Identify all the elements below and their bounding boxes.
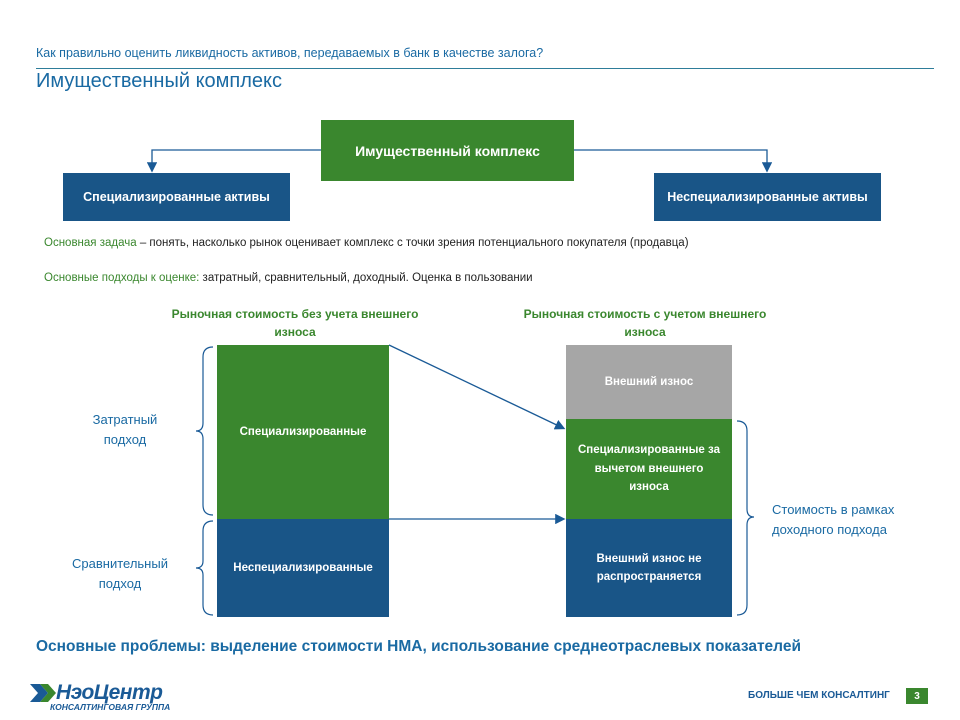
main-task-note: Основная задача – понять, насколько рыно… (44, 237, 689, 249)
brace-comparative (195, 520, 214, 616)
brace-cost (195, 346, 214, 516)
brace-income (736, 420, 755, 616)
property-complex-box: Имущественный комплекс (321, 120, 574, 181)
approaches-text: затратный, сравнительный, доходный. Оцен… (199, 272, 533, 284)
company-logo: НэоЦентр (56, 681, 163, 704)
bar-nonspecialized: Неспециализированные (217, 519, 389, 617)
cost-approach-label: Затратный подход (92, 412, 158, 448)
connector-to-right (574, 149, 773, 173)
specialized-assets-box: Специализированные активы (63, 173, 290, 221)
income-approach-label: Стоимость в рамках доходного подхода (772, 502, 895, 538)
logo-mark-icon (30, 684, 56, 702)
page-number: 3 (906, 688, 928, 704)
company-tagline: БОЛЬШЕ ЧЕМ КОНСАЛТИНГ (748, 690, 890, 701)
bar-specialized-net: Специализированные за вычетом внешнего и… (566, 419, 732, 519)
nonspecialized-assets-box: Неспециализированные активы (654, 173, 881, 221)
arrow-specialized-to-net (388, 344, 566, 430)
slide-title: Имущественный комплекс (36, 70, 283, 92)
right-column-header: Рыночная стоимость с учетом внешнего изн… (523, 307, 767, 339)
comparative-approach-label: Сравнительный подход (72, 556, 168, 592)
main-problems-statement: Основные проблемы: выделение стоимости Н… (36, 638, 801, 655)
approaches-label: Основные подходы к оценке: (44, 272, 200, 284)
company-logo-subtitle: КОНСАЛТИНГОВАЯ ГРУППА (50, 702, 171, 712)
main-task-text: – понять, насколько рынок оценивает комп… (136, 237, 689, 249)
left-column-header: Рыночная стоимость без учета внешнего из… (171, 307, 419, 339)
approaches-note: Основные подходы к оценке: затратный, ср… (44, 272, 533, 284)
slide-subtitle: Как правильно оценить ликвидность активо… (36, 46, 544, 60)
bar-no-external-wear: Внешний износ не распространяется (566, 519, 732, 617)
bar-specialized: Специализированные (217, 345, 389, 519)
connector-to-left (146, 149, 321, 173)
main-task-label: Основная задача (44, 237, 137, 249)
title-divider (36, 68, 934, 69)
bar-external-wear: Внешний износ (566, 345, 732, 419)
